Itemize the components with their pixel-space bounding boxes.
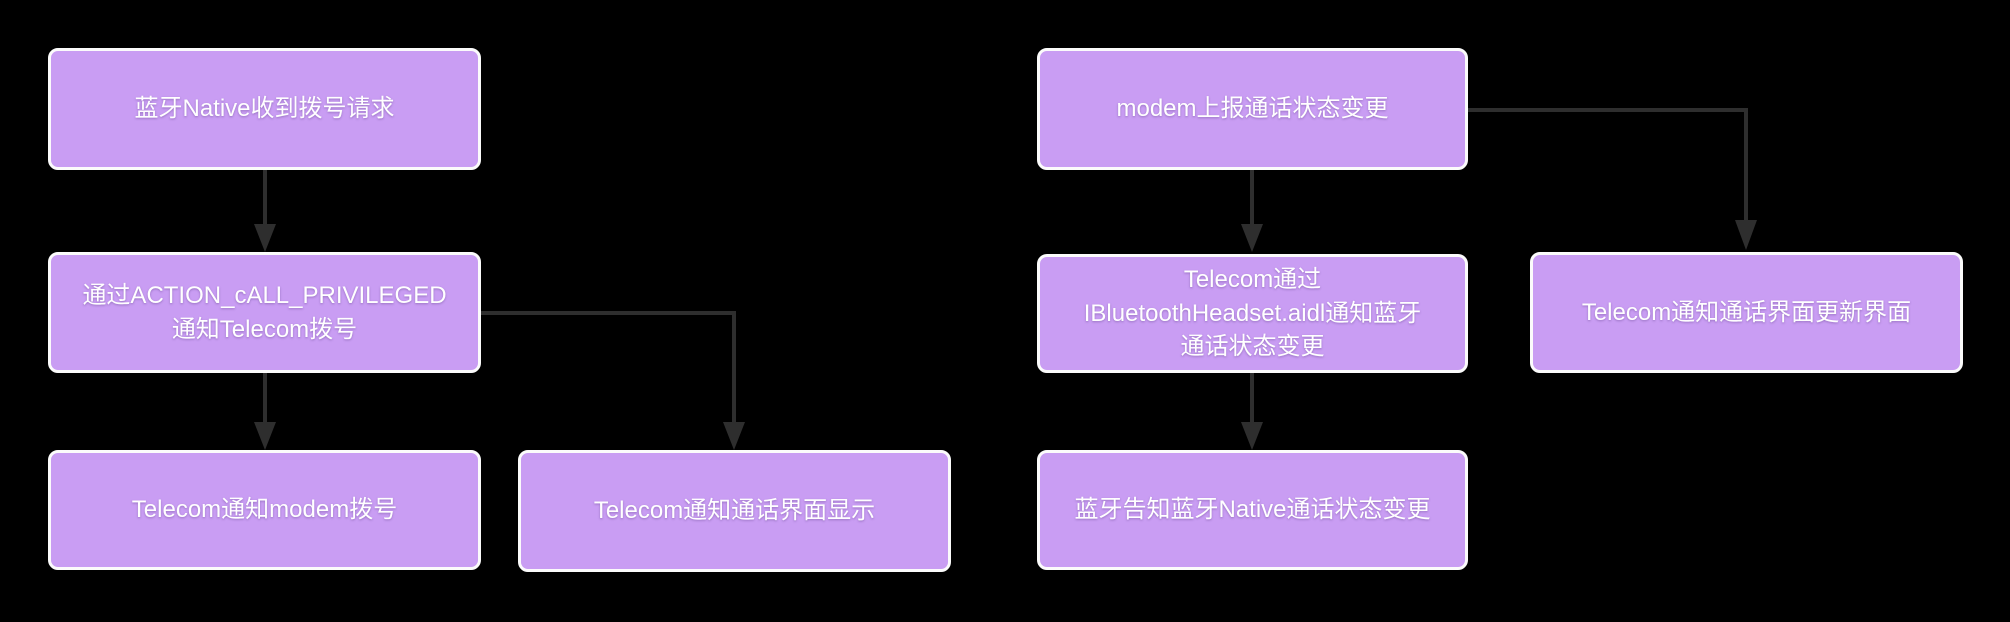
flow-node-label: Telecom通知modem拨号 <box>131 496 398 524</box>
flow-node-telecom-notify-incall-update: Telecom通知通话界面更新界面 <box>1530 252 1963 373</box>
connector-modem-report-to-ibluetoothheadset <box>1241 169 1263 252</box>
flow-node-telecom-notify-incall-show: Telecom通知通话界面显示 <box>518 450 951 572</box>
flow-node-label: modem上报通话状态变更 <box>1116 95 1389 123</box>
connector-modem-report-to-incall-update <box>1466 108 1757 250</box>
flow-node-label: 通过ACTION_cALL_PRIVILEGED 通知Telecom拨号 <box>82 281 447 343</box>
flow-node-label: Telecom通知通话界面更新界面 <box>1581 298 1912 326</box>
flow-node-label: Telecom通知通话界面显示 <box>593 497 876 525</box>
connector-action-call-to-incall-show <box>480 311 745 450</box>
flow-node-modem-report-call-state: modem上报通话状态变更 <box>1037 48 1468 170</box>
connector-ibluetoothheadset-to-bt-notify <box>1241 372 1263 450</box>
connector-action-call-to-telecom-modem <box>254 372 276 450</box>
flow-node-telecom-ibluetoothheadset: Telecom通过 IBluetoothHeadset.aidl通知蓝牙 通话状… <box>1037 254 1468 373</box>
flow-node-bt-notify-native-state: 蓝牙告知蓝牙Native通话状态变更 <box>1037 450 1468 570</box>
flow-node-telecom-notify-modem-dial: Telecom通知modem拨号 <box>48 450 481 570</box>
flow-node-label: Telecom通过 IBluetoothHeadset.aidl通知蓝牙 通话状… <box>1083 266 1422 361</box>
connector-bt-native-to-action-call <box>254 169 276 252</box>
flow-node-bt-native-dial-request: 蓝牙Native收到拨号请求 <box>48 48 481 170</box>
flow-node-label: 蓝牙告知蓝牙Native通话状态变更 <box>1074 496 1431 524</box>
flow-node-label: 蓝牙Native收到拨号请求 <box>134 95 395 123</box>
flow-node-action-call-privileged: 通过ACTION_cALL_PRIVILEGED 通知Telecom拨号 <box>48 252 481 373</box>
